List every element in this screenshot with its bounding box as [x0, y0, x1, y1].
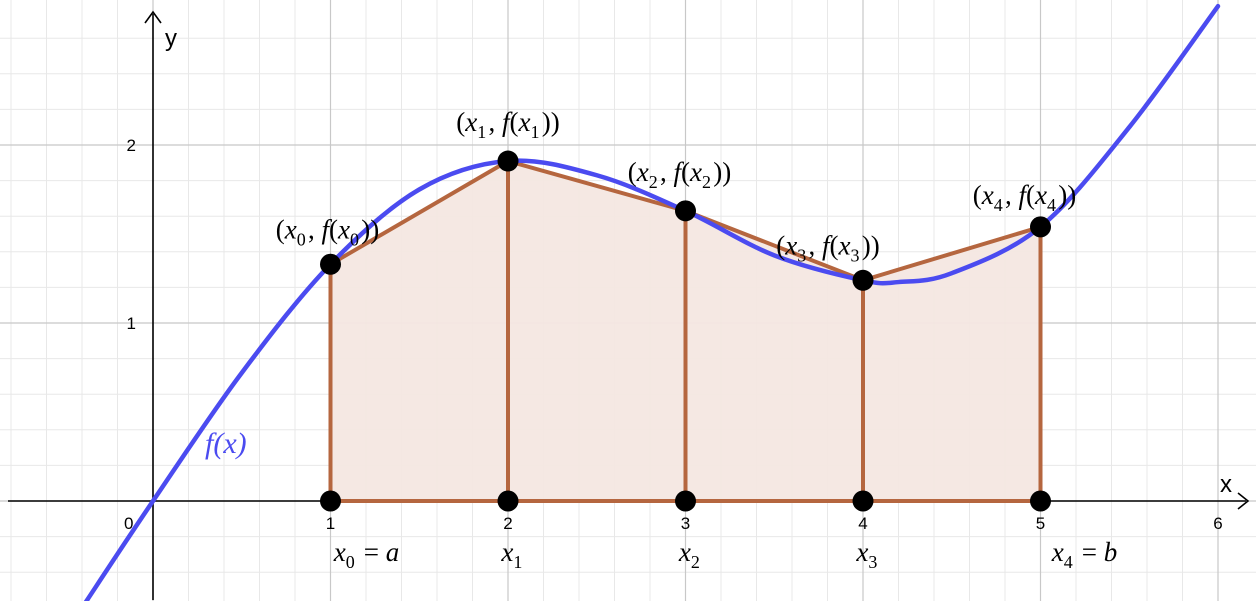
curve-point-x1 — [497, 150, 519, 172]
node-points — [320, 150, 1051, 512]
y-axis-title: y — [165, 25, 177, 52]
point-label-x1: (x1 , f(x1 )) — [456, 107, 560, 142]
x-tick-label: 2 — [503, 514, 512, 533]
point-label-x4: (x4 , f(x4 )) — [973, 180, 1077, 215]
trapezoid-top-x3 — [862, 224, 1042, 283]
point-label-x2: (x2 , f(x2 )) — [628, 157, 732, 192]
axis-label-x3: x3 — [855, 537, 879, 572]
base-point-x4 — [1030, 490, 1051, 512]
base-point-x2 — [675, 490, 696, 512]
x-tick-label: 3 — [681, 514, 690, 533]
node-labels: (x0 , f(x0 )) x0 = a (x1 , f(x1 )) x1 (x2 ,… — [276, 107, 1118, 572]
curve-label: f(x) — [205, 427, 247, 460]
curve-point-x0 — [320, 253, 341, 275]
x-tick-label: 4 — [858, 514, 867, 533]
base-point-x1 — [497, 490, 519, 512]
y-axis-arrow — [144, 10, 162, 24]
axis-label-x2: x2 — [678, 537, 702, 572]
x-axis-arrow — [1237, 492, 1250, 510]
x-tick-label: 6 — [1213, 514, 1222, 533]
y-tick-label: 2 — [127, 136, 136, 155]
base-point-x0 — [320, 490, 341, 512]
x-axis-title: x — [1220, 471, 1232, 498]
trapezoid-top-x1 — [507, 159, 687, 213]
y-tick-label: 1 — [127, 314, 136, 333]
axis-label-x0: x0 = a — [333, 537, 399, 572]
axis-label-x1: x1 — [500, 537, 524, 572]
base-point-x3 — [852, 490, 874, 512]
x-tick-label: 5 — [1036, 514, 1045, 533]
point-label-x3: (x3 , f(x3 )) — [776, 230, 880, 265]
trapezoid-top-x2 — [684, 208, 864, 283]
tick-labels: 1 2 3 4 5 6 1 2 — [127, 136, 1223, 533]
trapezoid-top-x0 — [329, 159, 510, 266]
curve-point-x4 — [1030, 216, 1051, 238]
origin-label: 0 — [124, 514, 133, 533]
axis-label-x4: x4 = b — [1051, 537, 1117, 572]
x-tick-label: 1 — [326, 514, 335, 533]
curve-point-x3 — [852, 269, 874, 291]
curve-point-x2 — [675, 200, 696, 222]
point-label-x0: (x0 , f(x0 )) — [276, 214, 380, 249]
